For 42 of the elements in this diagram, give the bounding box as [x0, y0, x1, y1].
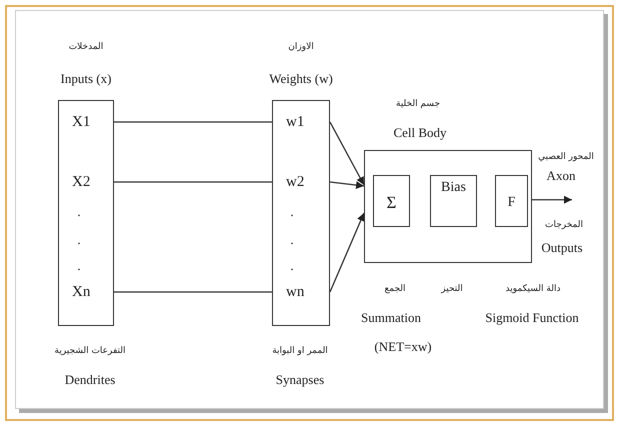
caption-text: التفرعات الشجيرية [54, 347, 126, 357]
output-label: Outputs [541, 240, 583, 256]
heading-text: Inputs (x) [60, 72, 112, 86]
caption-text: التحيز [441, 285, 463, 295]
caption-text: Sigmoid Function [485, 310, 579, 326]
signal-text: w2 [272, 171, 330, 193]
dot-text: . [77, 232, 81, 248]
caption-text: الجمع [384, 285, 406, 295]
caption-text: دالة السيكمويد [506, 285, 560, 295]
caption-text: Synapses [276, 372, 324, 388]
signal-text: wn [272, 281, 330, 303]
connector-line [114, 291, 272, 293]
dot-text: . [290, 258, 294, 274]
caption-text: الممر او البوابة [272, 347, 328, 357]
arrow [329, 122, 365, 186]
component-box: F [495, 175, 528, 227]
dot-text: . [77, 258, 81, 274]
arrow [329, 212, 365, 292]
heading-text: الاوزان [288, 43, 314, 53]
signal-text: w1 [272, 111, 330, 133]
heading-text: Weights (w) [269, 72, 333, 86]
signal-text: X2 [58, 171, 114, 193]
axon-label: Axon [546, 168, 576, 184]
connector-line [114, 181, 272, 183]
heading-text: المدخلات [68, 43, 104, 53]
caption-text: (NET=xw) [374, 340, 432, 354]
heading-text: Cell Body [393, 126, 447, 140]
signal-text: X1 [58, 111, 114, 133]
axon-label: المحور العصبي [538, 153, 594, 163]
dot-text: . [290, 204, 294, 220]
arrow [330, 181, 364, 190]
dot-text: . [77, 204, 81, 220]
caption-text: Dendrites [64, 372, 116, 388]
arrow [532, 196, 572, 204]
dot-text: . [290, 232, 294, 248]
component-box: Σ [373, 175, 410, 227]
caption-text: Summation [361, 310, 421, 326]
output-label: المخرجات [545, 221, 583, 231]
connector-line [114, 121, 272, 123]
component-box: Bias [430, 175, 477, 227]
heading-text: جسم الخلية [396, 100, 440, 110]
signal-text: Xn [58, 281, 114, 303]
